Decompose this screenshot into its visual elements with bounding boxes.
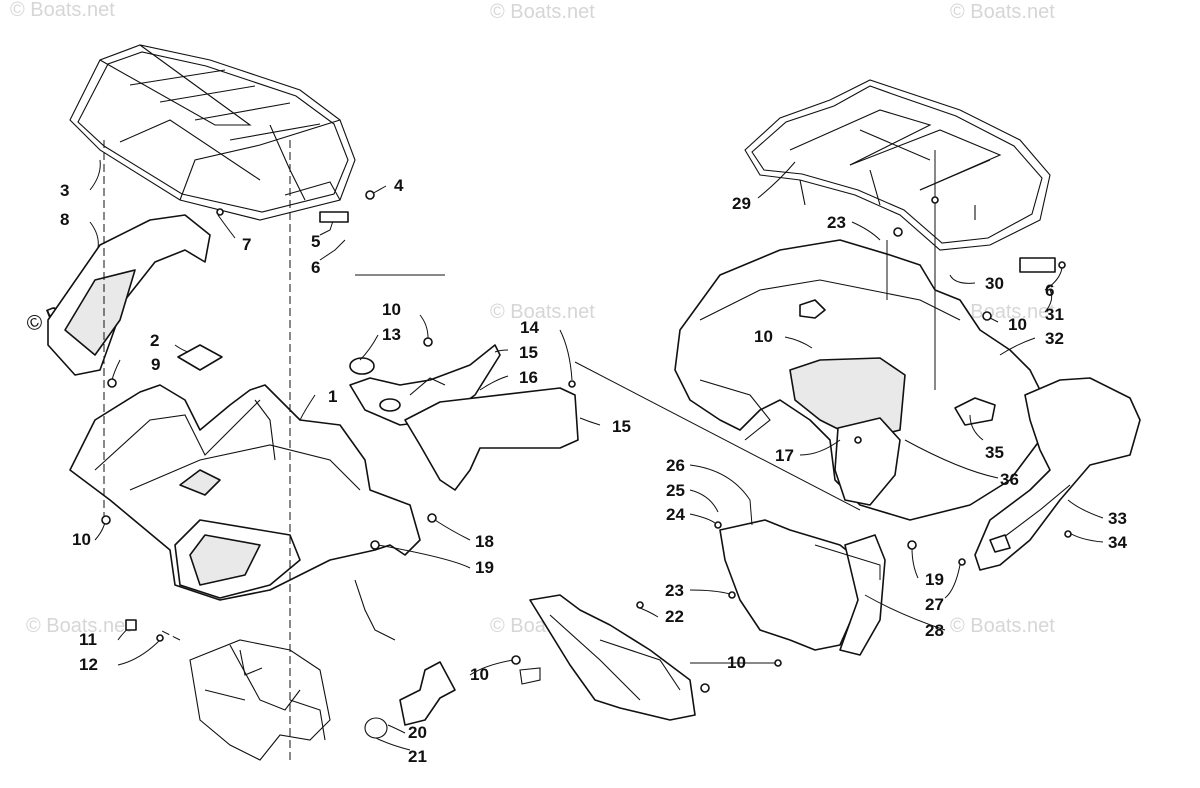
callout-15: 15 — [519, 343, 538, 362]
callout-32: 32 — [1045, 329, 1064, 348]
callout-14: 14 — [520, 318, 539, 337]
front-fender-flare — [47, 214, 211, 376]
callout-30: 30 — [985, 274, 1004, 293]
callout-10: 10 — [470, 665, 489, 684]
callout-36: 36 — [1000, 470, 1019, 489]
callout-19: 19 — [475, 558, 494, 577]
callout-34: 34 — [1108, 533, 1127, 552]
callout-10: 10 — [382, 300, 401, 319]
watermark-text: © Boats.net — [950, 301, 1055, 323]
callout-17: 17 — [775, 446, 794, 465]
rear-guard-panel — [834, 417, 901, 506]
rear-rack — [744, 79, 1051, 251]
fasteners — [101, 190, 1072, 693]
callout-9: 9 — [151, 355, 160, 374]
front-side-panels — [349, 344, 579, 491]
callout-16: 16 — [519, 368, 538, 387]
callout-7: 7 — [242, 235, 251, 254]
callout-4: 4 — [394, 176, 404, 195]
rear-side-flare — [974, 377, 1141, 571]
watermark-text: © Boats.net — [26, 615, 131, 637]
callout-20: 20 — [408, 723, 427, 742]
bracket-part — [399, 661, 456, 726]
footwell-bracket — [519, 667, 541, 685]
rear-fender — [674, 239, 1051, 521]
callout-1: 1 — [328, 387, 337, 406]
callout-35: 35 — [985, 443, 1004, 462]
callout-31: 31 — [1045, 305, 1064, 324]
callout-8: 8 — [60, 210, 69, 229]
callout-23: 23 — [827, 213, 846, 232]
callout-23: 23 — [665, 581, 684, 600]
callout-27: 27 — [925, 595, 944, 614]
assembly-line — [159, 629, 181, 641]
callout-28: 28 — [925, 621, 944, 640]
callout-26: 26 — [666, 456, 685, 475]
callout-3: 3 — [60, 181, 69, 200]
watermark-text: © Boats.net — [950, 1, 1055, 23]
assembly-line — [814, 544, 881, 580]
front-fender — [69, 384, 421, 601]
callouts: 1 2 3 4 5 6 7 8 9 10 10 10 10 10 10 11 1… — [60, 176, 1127, 766]
watermark-text: © Boats.net — [950, 615, 1055, 637]
callout-10: 10 — [1008, 315, 1027, 334]
plate-part — [177, 344, 223, 371]
left-footwell — [529, 594, 696, 721]
callout-19: 19 — [925, 570, 944, 589]
callout-6: 6 — [1045, 281, 1054, 300]
callout-21: 21 — [408, 747, 427, 766]
callout-18: 18 — [475, 532, 494, 551]
watermark-text: © Boats.net — [490, 1, 595, 23]
front-rack — [69, 44, 356, 221]
callout-13: 13 — [382, 325, 401, 344]
callout-10: 10 — [727, 653, 746, 672]
callout-33: 33 — [1108, 509, 1127, 528]
callout-24: 24 — [666, 505, 685, 524]
callout-5: 5 — [311, 232, 320, 251]
watermark-text: © Boats.net — [490, 301, 595, 323]
frame-bracket — [189, 639, 331, 761]
callout-6: 6 — [311, 258, 320, 277]
callout-22: 22 — [665, 607, 684, 626]
callout-11: 11 — [79, 630, 97, 649]
callout-10: 10 — [754, 327, 773, 346]
callout-29: 29 — [732, 194, 751, 213]
watermark-text: © Boats.net — [10, 0, 115, 21]
callout-25: 25 — [666, 481, 685, 500]
assembly-line — [574, 361, 861, 511]
callout-15: 15 — [612, 417, 631, 436]
bracket-bolt — [354, 579, 396, 641]
leader-lines — [89, 159, 1104, 751]
callout-12: 12 — [79, 655, 98, 674]
callout-2: 2 — [150, 331, 159, 350]
callout-10: 10 — [72, 530, 91, 549]
rear-mudflap — [719, 519, 886, 656]
clamp-part — [364, 717, 388, 739]
